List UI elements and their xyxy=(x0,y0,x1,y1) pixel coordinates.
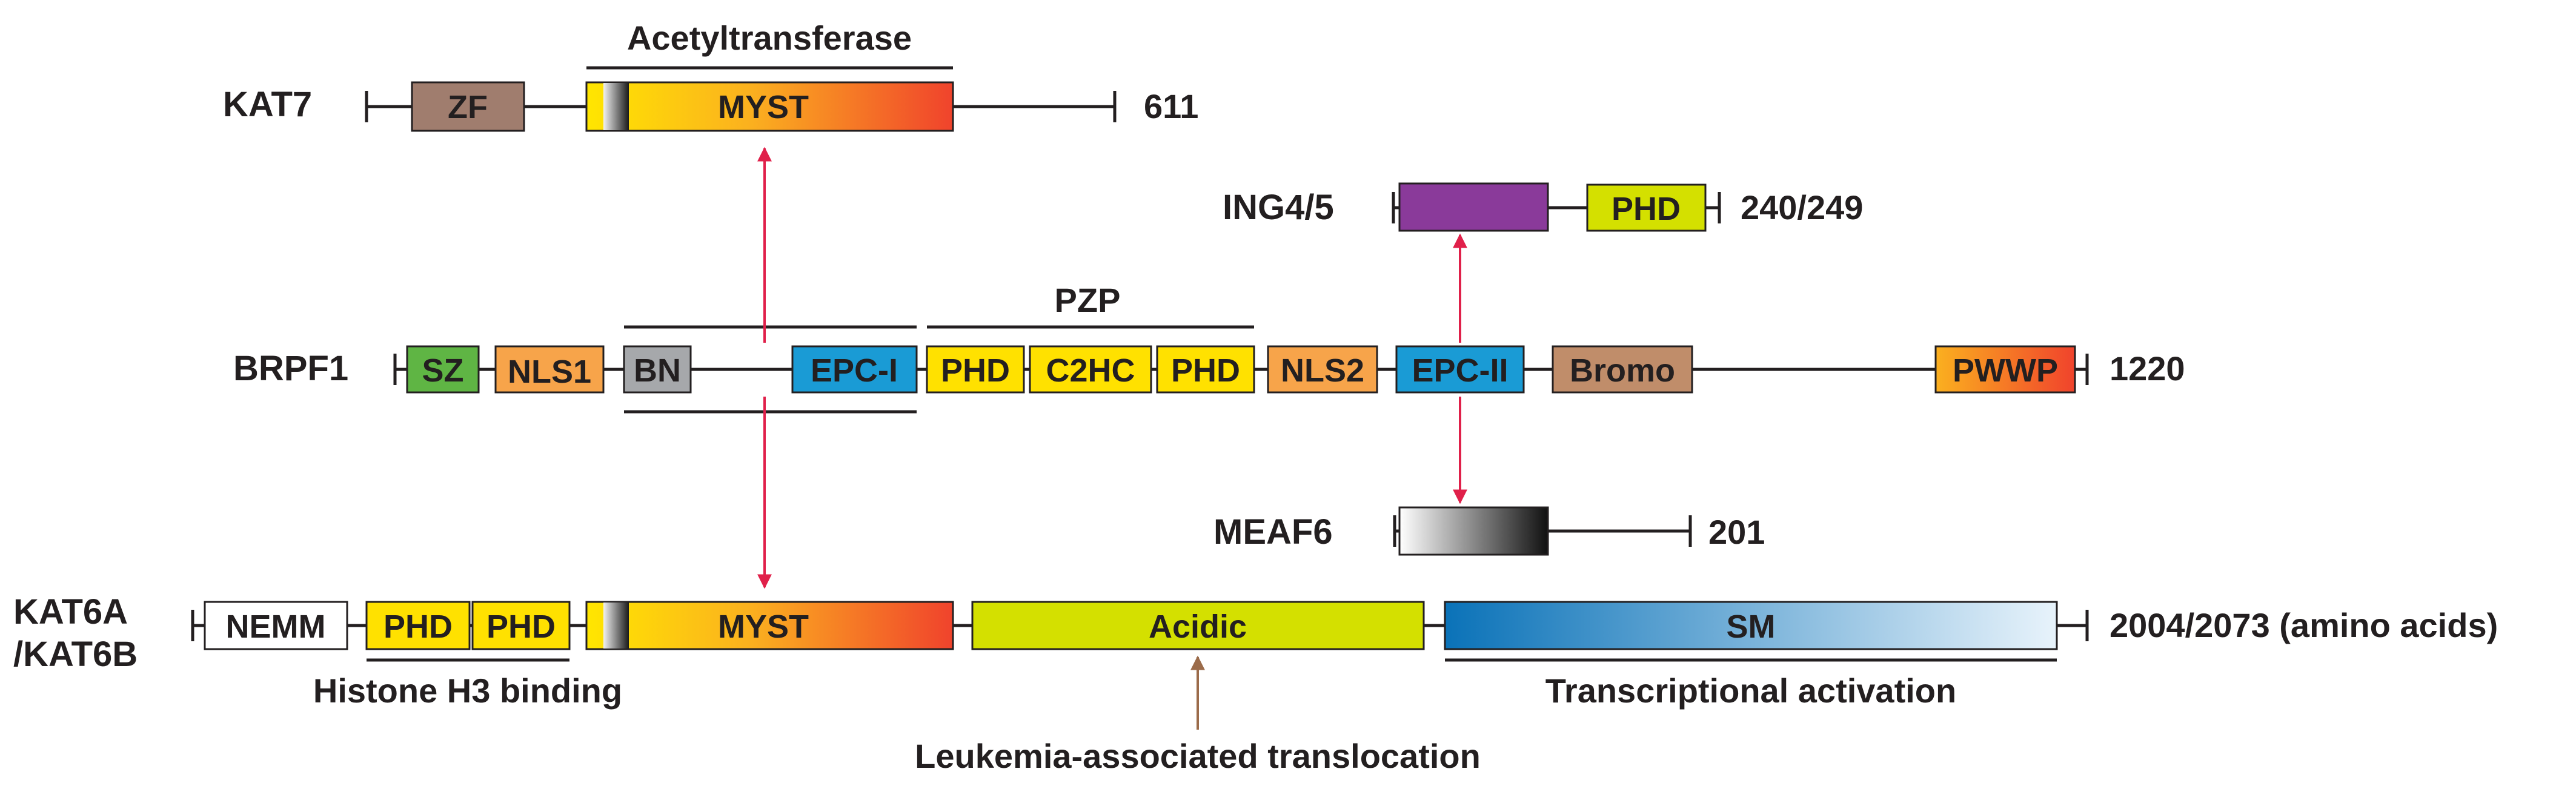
brpf1-nls1-domain xyxy=(494,345,605,394)
kat6-name-line2: /KAT6B xyxy=(13,635,138,674)
histone-h3-binding-label: Histone H3 binding xyxy=(313,672,622,710)
kat6-acidic-label: Acidic xyxy=(1149,609,1247,645)
ing-protein: ING4/5 PHD 240/249 xyxy=(1223,182,1863,232)
brpf1-phd2-label: PHD xyxy=(1171,352,1240,389)
brpf1-c2hc-domain xyxy=(1029,345,1152,394)
brpf1-bn-label: BN xyxy=(634,352,681,389)
brpf1-epc1-label: EPC-I xyxy=(811,352,898,389)
kat7-myst-motif xyxy=(603,83,629,130)
kat6-phd2-label: PHD xyxy=(486,609,556,645)
kat6-nemm-domain xyxy=(204,601,348,650)
kat6-sm-label: SM xyxy=(1727,609,1776,645)
kat6-myst-motif xyxy=(603,602,629,649)
brpf1-c2hc-label: C2HC xyxy=(1046,352,1135,389)
ing-phd-domain xyxy=(1586,183,1707,232)
ing-n-terminal-domain xyxy=(1398,182,1549,232)
brpf1-pwwp-domain xyxy=(1934,345,2076,394)
brpf1-sz-label: SZ xyxy=(422,352,463,389)
kat7-length-label: 611 xyxy=(1144,87,1198,125)
brpf1-length-label: 1220 xyxy=(2110,349,2185,388)
brpf1-phd1-label: PHD xyxy=(941,352,1010,389)
brpf1-bromo-label: Bromo xyxy=(1570,352,1675,389)
brpf1-sz-domain xyxy=(406,345,480,394)
brpf1-phd1-domain xyxy=(926,345,1025,394)
brpf1-nls2-label: NLS2 xyxy=(1281,352,1364,389)
meaf6-name-label: MEAF6 xyxy=(1213,512,1333,552)
meaf6-protein: MEAF6 201 xyxy=(1213,506,1765,556)
brpf1-epc1-domain xyxy=(791,345,918,394)
kat6-length-label: 2004/2073 (amino acids) xyxy=(2110,606,2498,644)
kat6-myst-domain xyxy=(585,601,954,650)
brpf1-epc2-domain xyxy=(1395,345,1525,394)
kat6-phd1-domain xyxy=(365,601,471,650)
kat7-myst-domain xyxy=(585,81,954,132)
brpf1-bn-domain xyxy=(623,345,692,394)
kat6-sm-domain xyxy=(1444,601,2058,650)
kat7-protein: KAT7 ZF MYST 611 Acetyltransferase xyxy=(223,19,1198,132)
brpf1-pwwp-label: PWWP xyxy=(1953,352,2058,389)
kat6-protein: KAT6A /KAT6B NEMM PHD PHD MYST Acidic SM… xyxy=(13,592,2498,710)
ing-length-label: 240/249 xyxy=(1741,188,1863,226)
kat6-acidic-domain xyxy=(971,601,1425,650)
brpf1-epc2-label: EPC-II xyxy=(1412,352,1508,389)
leukemia-translocation-label: Leukemia-associated translocation xyxy=(915,737,1481,775)
kat7-name-label: KAT7 xyxy=(223,85,312,124)
brpf1-protein: BRPF1 SZ NLS1 BN EPC-I PHD C2HC PHD NLS2… xyxy=(233,281,2185,414)
kat6-phd2-domain xyxy=(471,601,571,650)
brpf1-phd2-domain xyxy=(1156,345,1255,394)
transcriptional-activation-label: Transcriptional activation xyxy=(1545,672,1956,710)
kat7-zf-label: ZF xyxy=(448,89,488,125)
brpf1-name-label: BRPF1 xyxy=(233,349,348,388)
ing-name-label: ING4/5 xyxy=(1223,188,1334,227)
kat6-nemm-label: NEMM xyxy=(226,609,326,645)
meaf6-domain xyxy=(1398,506,1549,556)
ing-phd-label: PHD xyxy=(1612,191,1681,227)
kat6-phd1-label: PHD xyxy=(383,609,453,645)
brpf1-nls2-domain xyxy=(1267,345,1378,394)
kat6-myst-label: MYST xyxy=(718,609,809,645)
kat6-name-line1: KAT6A xyxy=(13,592,128,632)
kat7-zf-domain xyxy=(411,81,525,132)
pzp-label: PZP xyxy=(1055,281,1121,319)
acetyltransferase-label: Acetyltransferase xyxy=(627,19,912,57)
brpf1-bromo-domain xyxy=(1552,345,1693,394)
kat7-myst-label: MYST xyxy=(718,89,809,125)
brpf1-nls1-label: NLS1 xyxy=(508,354,591,390)
meaf6-length-label: 201 xyxy=(1708,513,1765,551)
